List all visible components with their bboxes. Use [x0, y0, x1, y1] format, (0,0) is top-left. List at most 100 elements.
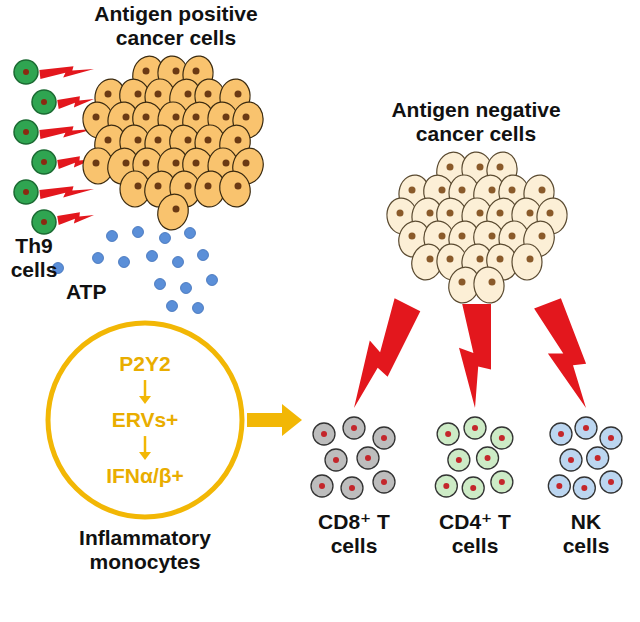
- immune-cell: [560, 449, 582, 471]
- cell-nucleus: [470, 485, 476, 491]
- cell-nucleus: [185, 183, 192, 190]
- cell-nucleus: [497, 210, 504, 217]
- cell-nucleus: [489, 187, 496, 194]
- cell-nucleus: [459, 187, 466, 194]
- connector: [354, 298, 420, 408]
- cell-nucleus: [123, 114, 130, 121]
- cell-nucleus: [499, 479, 505, 485]
- cell-nucleus: [105, 137, 112, 144]
- cell-nucleus: [447, 256, 454, 263]
- cell-nucleus: [439, 233, 446, 240]
- cell-nucleus: [445, 431, 451, 437]
- immune-cell: [448, 449, 470, 471]
- cancer-cell: [216, 168, 255, 211]
- immune-cell: [435, 475, 457, 497]
- cell-nucleus: [173, 114, 180, 121]
- th9-cell: [32, 90, 56, 114]
- immune-cell: [477, 447, 499, 469]
- connector: [247, 404, 302, 436]
- attack-bolt: [39, 186, 94, 199]
- immune-cell: [341, 477, 363, 499]
- cell-nucleus: [381, 435, 387, 441]
- immune-cell: [325, 449, 347, 471]
- immune-cell: [491, 471, 513, 493]
- cell-nucleus: [509, 187, 516, 194]
- cell-nucleus: [173, 160, 180, 167]
- cell-nucleus: [243, 114, 250, 121]
- group-heading: Antigen positive cancer cells: [91, 2, 261, 50]
- atp-dots: [53, 227, 218, 314]
- cell-illustration: [546, 412, 626, 504]
- immune-cell: [464, 417, 486, 439]
- t-cell-group: CD8⁺ T cells: [306, 412, 402, 504]
- cell-nucleus: [93, 160, 100, 167]
- monocyte-outline: [48, 323, 242, 517]
- flow-arrow-shaft: [247, 413, 282, 427]
- cell-nucleus: [41, 219, 47, 225]
- cell-nucleus: [472, 425, 478, 431]
- pathway-step: IFNα/β+: [106, 464, 184, 488]
- pathway-arrow: [144, 436, 147, 454]
- cell-nucleus: [321, 431, 327, 437]
- pathway-arrow: [144, 380, 147, 398]
- cell-nucleus: [556, 483, 562, 489]
- cell-nucleus: [459, 233, 466, 240]
- pathway-arrowhead: [139, 452, 151, 460]
- immune-cell: [373, 471, 395, 493]
- cell-nucleus: [489, 279, 496, 286]
- connector: [459, 304, 491, 408]
- cell-nucleus: [351, 425, 357, 431]
- cell-nucleus: [547, 210, 554, 217]
- cell-nucleus: [105, 91, 112, 98]
- cell-nucleus: [223, 114, 230, 121]
- cell-nucleus: [409, 233, 416, 240]
- cell-nucleus: [143, 114, 150, 121]
- cell-nucleus: [193, 160, 200, 167]
- cell-illustration: [306, 412, 402, 504]
- molecule-label: ATP: [66, 280, 106, 304]
- cell-nucleus: [41, 99, 47, 105]
- cell-nucleus: [608, 479, 614, 485]
- immune-cell: [357, 447, 379, 469]
- attack-bolt: [459, 304, 491, 408]
- attack-bolt: [39, 66, 94, 79]
- immune-cell: [491, 427, 513, 449]
- cell-nucleus: [427, 256, 434, 263]
- th9-cell: [14, 60, 38, 84]
- cell-nucleus: [477, 210, 484, 217]
- immune-cell: [573, 477, 595, 499]
- immune-cell: [548, 475, 570, 497]
- cell-illustration: [6, 62, 62, 228]
- cell-nucleus: [489, 233, 496, 240]
- cell-nucleus: [447, 164, 454, 171]
- immune-cell: [575, 417, 597, 439]
- th9-cell-group: Th9 cells: [6, 62, 62, 228]
- cell-nucleus: [527, 256, 534, 263]
- cell-nucleus: [456, 457, 462, 463]
- cell-nucleus: [477, 256, 484, 263]
- cell-nucleus: [558, 431, 564, 437]
- immune-cell: [600, 427, 622, 449]
- cell-nucleus: [427, 210, 434, 217]
- cell-nucleus: [135, 91, 142, 98]
- th9-cell: [14, 120, 38, 144]
- cell-nucleus: [497, 256, 504, 263]
- cell-nucleus: [595, 455, 601, 461]
- cell-nucleus: [608, 435, 614, 441]
- nk-cell-group: NK cells: [546, 412, 626, 504]
- cancer-cell-cluster: Antigen positive cancer cells: [82, 56, 270, 226]
- cell-nucleus: [185, 91, 192, 98]
- pathway-stack: P2Y2ERVs+IFNα/β+: [45, 320, 245, 520]
- cell-nucleus: [439, 187, 446, 194]
- cancer-cell-cluster: Antigen negative cancer cells: [386, 152, 566, 300]
- th9-cell: [14, 180, 38, 204]
- pathway-step: P2Y2: [119, 352, 170, 376]
- attack-bolt: [534, 298, 586, 408]
- cell-nucleus: [443, 483, 449, 489]
- cell-nucleus: [381, 479, 387, 485]
- cell-nucleus: [223, 160, 230, 167]
- connector: [534, 298, 586, 408]
- cell-nucleus: [235, 91, 242, 98]
- cell-illustration: [432, 412, 518, 504]
- cell-nucleus: [205, 91, 212, 98]
